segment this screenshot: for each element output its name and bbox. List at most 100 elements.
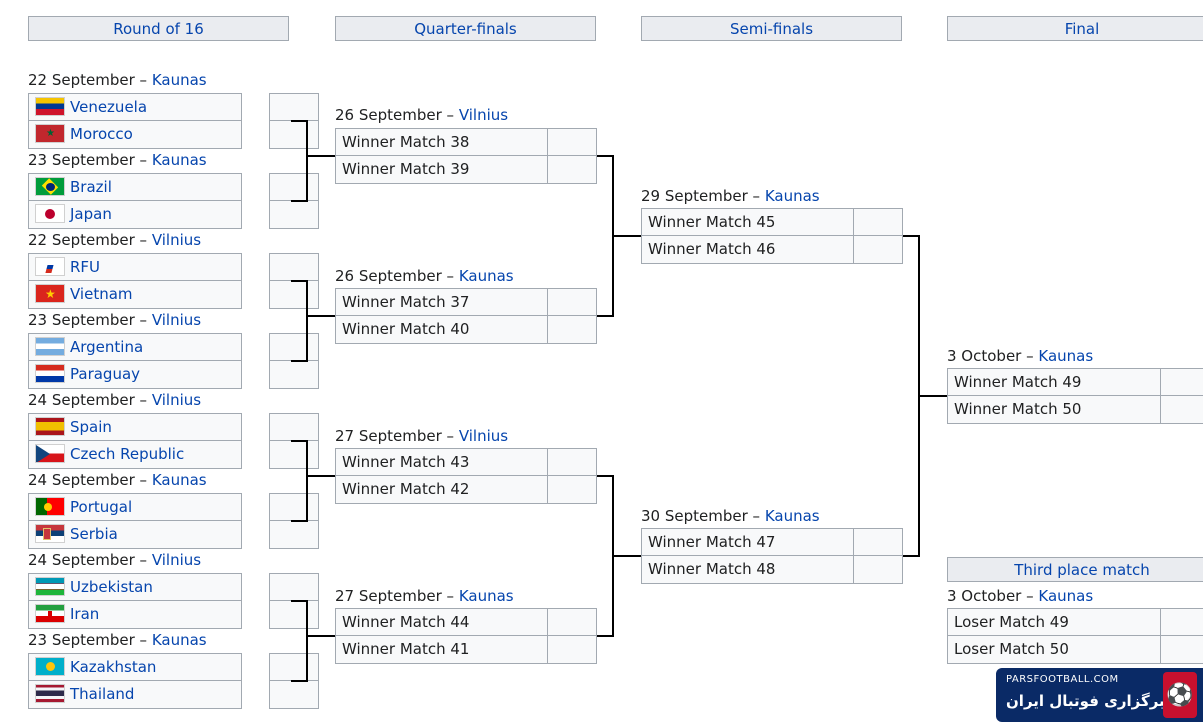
team-cell: Winner Match 40 xyxy=(335,316,548,344)
bracket-connector xyxy=(291,200,308,202)
parsfootball-watermark: PARSFOOTBALL.COM خبرگزاری فوتبال ایران ⚽ xyxy=(996,668,1203,722)
team-link[interactable]: Thailand xyxy=(70,685,135,703)
venue-link[interactable]: Kaunas xyxy=(458,587,514,605)
score-cell xyxy=(547,128,597,156)
bracket-connector xyxy=(612,235,641,237)
team-cell: Loser Match 49 xyxy=(947,608,1161,636)
venue-link[interactable]: Kaunas xyxy=(151,71,207,89)
score-cell xyxy=(1160,396,1203,424)
team-link[interactable]: RFU xyxy=(70,258,101,276)
team-link[interactable]: Kazakhstan xyxy=(70,658,157,676)
score-cell xyxy=(1160,368,1203,396)
match-date-label: 22 September – Kaunas xyxy=(28,71,207,89)
venue-link[interactable]: Kaunas xyxy=(764,507,820,525)
team-cell: Loser Match 50 xyxy=(947,636,1161,664)
bracket-connector xyxy=(306,280,308,362)
venue-link[interactable]: Kaunas xyxy=(151,151,207,169)
team-link[interactable]: Spain xyxy=(70,418,112,436)
venue-link[interactable]: Vilnius xyxy=(151,311,202,329)
round-of-16-header: Round of 16 xyxy=(28,16,289,41)
team-link[interactable]: Paraguay xyxy=(70,365,141,383)
match-date-label: 23 September – Kaunas xyxy=(28,151,207,169)
match-date-label: 24 September – Vilnius xyxy=(28,551,202,569)
score-cell xyxy=(1160,636,1203,664)
score-cell xyxy=(269,601,319,629)
score-cell xyxy=(269,681,319,709)
venue-link[interactable]: Kaunas xyxy=(151,631,207,649)
team-link[interactable]: Serbia xyxy=(70,525,118,543)
serbia-flag-icon xyxy=(35,523,65,543)
match-date-label: 27 September – Vilnius xyxy=(335,427,509,445)
team-cell: Winner Match 45 xyxy=(641,208,854,236)
paraguay-flag-icon xyxy=(35,363,65,383)
venue-link[interactable]: Vilnius xyxy=(151,551,202,569)
team-link[interactable]: Portugal xyxy=(70,498,133,516)
bracket-connector xyxy=(306,600,308,682)
team-link[interactable]: Venezuela xyxy=(70,98,148,116)
score-cell xyxy=(547,316,597,344)
team-cell: Winner Match 43 xyxy=(335,448,548,476)
bracket-connector xyxy=(306,120,308,202)
team-cell: ★Vietnam xyxy=(28,281,242,309)
team-cell: Czech Republic xyxy=(28,441,242,469)
japan-flag-icon xyxy=(35,203,65,223)
bracket-connector xyxy=(291,280,308,282)
venezuela-flag-icon xyxy=(35,96,65,116)
team-link[interactable]: Brazil xyxy=(70,178,112,196)
bracket-connector xyxy=(291,360,308,362)
venue-link[interactable]: Kaunas xyxy=(1038,587,1094,605)
watermark-site: PARSFOOTBALL.COM xyxy=(1006,674,1119,685)
bracket-connector xyxy=(597,635,614,637)
team-placeholder: Winner Match 45 xyxy=(648,213,776,231)
score-cell xyxy=(547,636,597,664)
team-placeholder: Winner Match 47 xyxy=(648,533,776,551)
team-cell: Winner Match 50 xyxy=(947,396,1161,424)
team-link[interactable]: Vietnam xyxy=(70,285,133,303)
match-date-label: 22 September – Vilnius xyxy=(28,231,202,249)
match-date-label: 3 October – Kaunas xyxy=(947,587,1094,605)
venue-link[interactable]: Kaunas xyxy=(151,471,207,489)
score-cell xyxy=(853,556,903,584)
match-date-label: 23 September – Vilnius xyxy=(28,311,202,329)
venue-link[interactable]: Kaunas xyxy=(458,267,514,285)
team-cell: Paraguay xyxy=(28,361,242,389)
team-cell: Winner Match 46 xyxy=(641,236,854,264)
brazil-flag-icon xyxy=(35,176,65,196)
bracket-connector xyxy=(306,155,335,157)
score-cell xyxy=(269,521,319,549)
team-link[interactable]: Argentina xyxy=(70,338,144,356)
third-place-header: Third place match xyxy=(947,557,1203,582)
portugal-flag-icon xyxy=(35,496,65,516)
team-link[interactable]: Japan xyxy=(70,205,112,223)
team-cell: ★ Morocco xyxy=(28,121,242,149)
bracket-connector xyxy=(291,120,308,122)
venue-link[interactable]: Kaunas xyxy=(1038,347,1094,365)
score-cell xyxy=(853,528,903,556)
team-link[interactable]: Uzbekistan xyxy=(70,578,153,596)
score-cell xyxy=(269,361,319,389)
venue-link[interactable]: Kaunas xyxy=(764,187,820,205)
score-cell xyxy=(547,288,597,316)
venue-link[interactable]: Vilnius xyxy=(151,391,202,409)
score-cell xyxy=(853,208,903,236)
team-placeholder: Winner Match 50 xyxy=(954,400,1082,418)
team-link[interactable]: Morocco xyxy=(70,125,133,143)
morocco-flag-icon: ★ xyxy=(35,123,65,143)
team-cell: Winner Match 48 xyxy=(641,556,854,584)
spain-flag-icon xyxy=(35,416,65,436)
score-cell xyxy=(269,281,319,309)
team-cell: Winner Match 39 xyxy=(335,156,548,184)
venue-link[interactable]: Vilnius xyxy=(458,427,509,445)
team-cell: Japan xyxy=(28,201,242,229)
team-link[interactable]: Iran xyxy=(70,605,100,623)
team-link[interactable]: Czech Republic xyxy=(70,445,185,463)
team-cell: Winner Match 44 xyxy=(335,608,548,636)
rfu-flag-icon xyxy=(35,256,65,276)
bracket-connector xyxy=(291,600,308,602)
thailand-flag-icon xyxy=(35,683,65,703)
uzbekistan-flag-icon xyxy=(35,576,65,596)
team-cell: RFU xyxy=(28,253,242,281)
venue-link[interactable]: Vilnius xyxy=(458,106,509,124)
score-cell xyxy=(269,333,319,361)
venue-link[interactable]: Vilnius xyxy=(151,231,202,249)
